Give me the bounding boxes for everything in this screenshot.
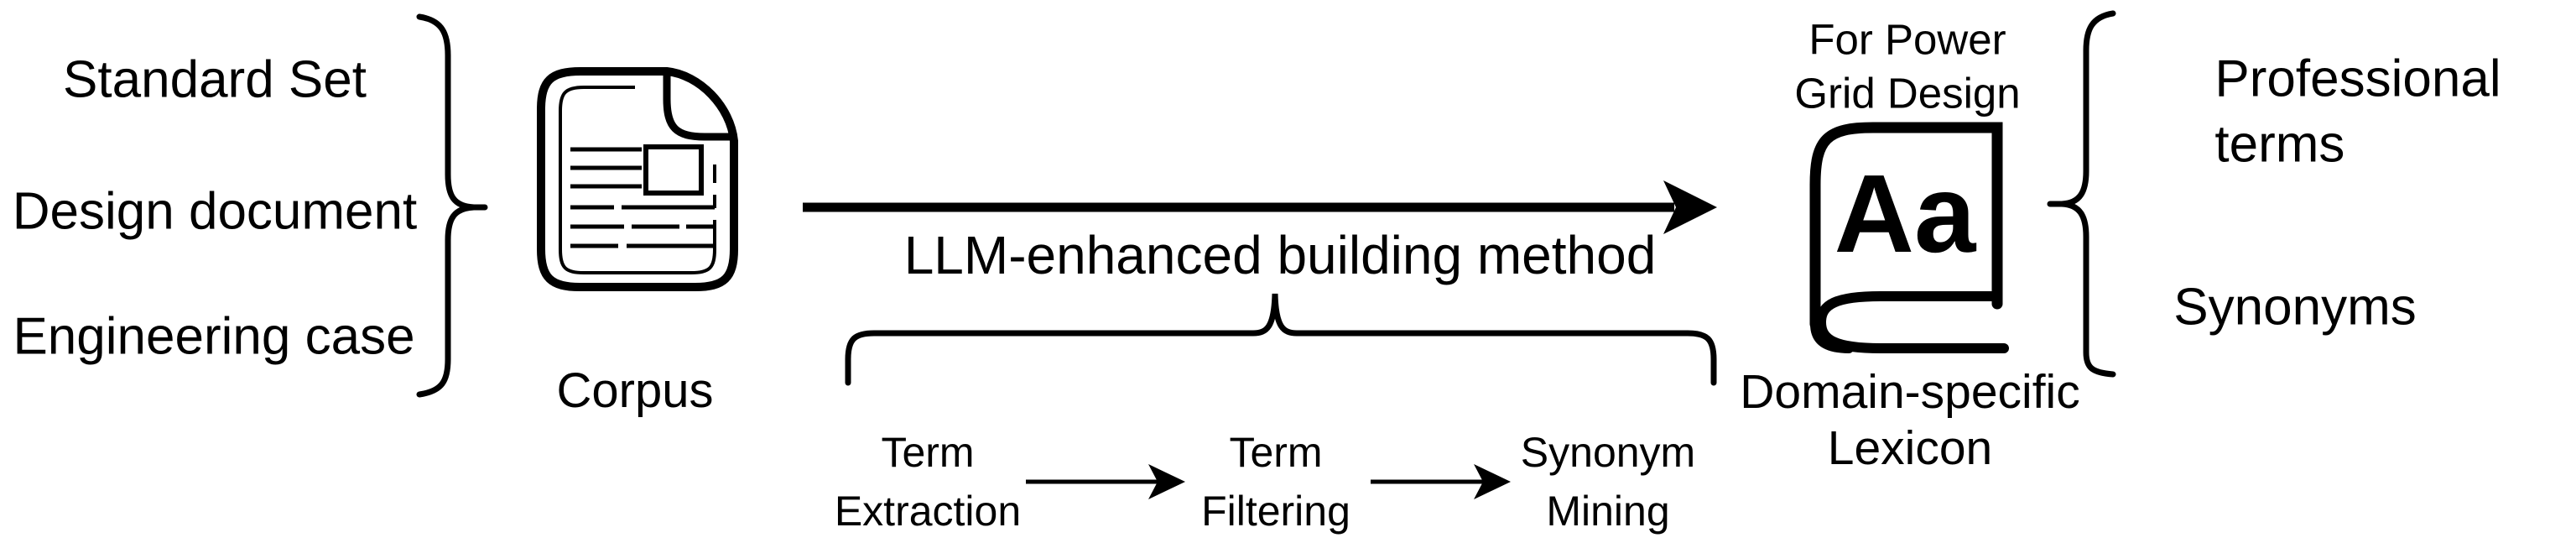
- lexicon-label: Domain-specific Lexicon: [1740, 364, 2080, 475]
- source-label-standard-set: Standard Set: [63, 50, 367, 109]
- source-label-engineering-case: Engineering case: [13, 307, 415, 366]
- output-label-synonyms: Synonyms: [2173, 278, 2417, 337]
- main-arrow: [803, 180, 1717, 234]
- step-term-filtering: Term Filtering: [1201, 429, 1350, 535]
- step-synonym-mining: Synonym Mining: [1520, 429, 1696, 535]
- step-arrow-1: [1026, 464, 1185, 499]
- dictionary-book-icon: [1809, 122, 2009, 353]
- corpus-label: Corpus: [556, 363, 714, 418]
- lexicon-purpose-label: For Power Grid Design: [1794, 15, 2021, 117]
- method-steps-brace: [845, 293, 1717, 386]
- right-group-brace: [2047, 10, 2116, 378]
- document-icon: [537, 67, 738, 291]
- method-arrow-label: LLM-enhanced building method: [903, 225, 1657, 285]
- output-label-professional-terms: Professional terms: [2214, 50, 2501, 174]
- step-term-extraction: Term Extraction: [834, 429, 1022, 535]
- step-arrow-2: [1371, 464, 1511, 499]
- source-label-design-document: Design document: [12, 182, 418, 241]
- left-group-brace: [416, 13, 488, 398]
- book-aa-glyph: Aa: [1834, 152, 1976, 275]
